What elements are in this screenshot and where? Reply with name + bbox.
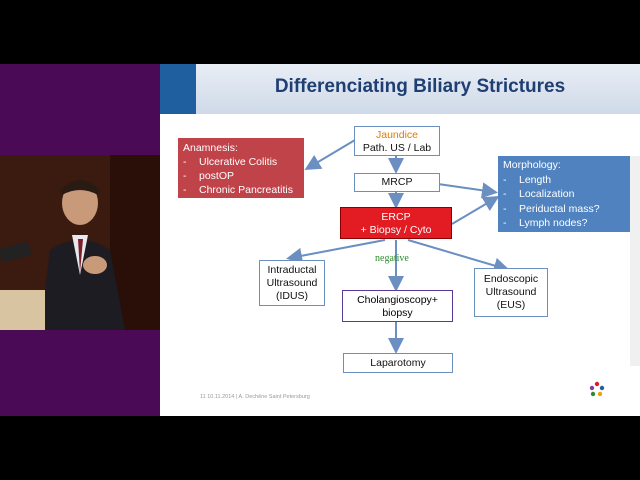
ercp-sublabel: + Biopsy / Cyto bbox=[360, 224, 432, 236]
conference-logo-icon bbox=[589, 381, 605, 397]
speaker-video bbox=[0, 155, 160, 330]
idus-line: (IDUS) bbox=[275, 290, 309, 302]
idus-line: Intraductal bbox=[267, 264, 317, 276]
anamnesis-item: -Ulcerative Colitis bbox=[183, 156, 278, 168]
arrow-ercp-to-idus bbox=[286, 239, 386, 264]
anamnesis-item: -postOP bbox=[183, 170, 235, 182]
presentation-slide: Differenciating Biliary Strictures Anamn… bbox=[160, 64, 640, 416]
speaker-figure bbox=[0, 155, 160, 330]
idus-line: Ultrasound bbox=[266, 277, 318, 289]
slide-title: Differenciating Biliary Strictures bbox=[274, 76, 566, 97]
eus-box: Endoscopic Ultrasound (EUS) bbox=[474, 268, 548, 317]
slide-edge-strip bbox=[630, 156, 640, 366]
mrcp-box: MRCP bbox=[354, 173, 440, 192]
morphology-heading: Morphology: bbox=[503, 159, 561, 171]
idus-box: Intraductal Ultrasound (IDUS) bbox=[259, 260, 325, 306]
anamnesis-box: Anamnesis: -Ulcerative Colitis -postOP -… bbox=[178, 138, 304, 198]
cholangioscopy-line: biopsy bbox=[382, 307, 413, 319]
eus-line: (EUS) bbox=[496, 299, 526, 311]
slide-footer: 11 10.11.2014 | A. Dechêne Saint Petersb… bbox=[200, 394, 310, 400]
title-band bbox=[160, 64, 640, 114]
anamnesis-heading: Anamnesis: bbox=[183, 142, 238, 154]
cholangioscopy-box: Cholangioscopy+ biopsy bbox=[342, 290, 453, 322]
flowchart-arrows bbox=[286, 139, 510, 354]
eus-line: Ultrasound bbox=[485, 286, 537, 298]
morphology-box: Morphology: -Length -Localization -Perid… bbox=[498, 156, 630, 232]
cholangioscopy-line: Cholangioscopy+ bbox=[357, 294, 438, 306]
anamnesis-item: -Chronic Pancreatitis bbox=[183, 184, 293, 196]
negative-label: negative bbox=[375, 253, 409, 264]
jaundice-box: Jaundice Path. US / Lab bbox=[354, 126, 440, 156]
arrow-ercp-to-eus bbox=[407, 239, 510, 274]
arrow-jaundice-to-anamnesis bbox=[304, 139, 356, 171]
jaundice-sublabel: Path. US / Lab bbox=[362, 142, 432, 154]
morphology-item: -Periductal mass? bbox=[503, 202, 600, 215]
morphology-item: -Localization bbox=[503, 188, 575, 200]
laparotomy-box: Laparotomy bbox=[343, 353, 453, 373]
morphology-item: -Length bbox=[503, 173, 552, 186]
arrow-ercp-to-morphology bbox=[451, 195, 500, 225]
ercp-label: ERCP bbox=[381, 211, 411, 223]
morphology-item: -Lymph nodes? bbox=[503, 217, 588, 229]
ercp-box: ERCP + Biopsy / Cyto bbox=[340, 207, 452, 239]
title-accent-block bbox=[160, 64, 196, 114]
arrow-mrcp-to-morphology bbox=[437, 182, 498, 199]
jaundice-label: Jaundice bbox=[375, 129, 419, 141]
eus-line: Endoscopic bbox=[483, 273, 539, 285]
